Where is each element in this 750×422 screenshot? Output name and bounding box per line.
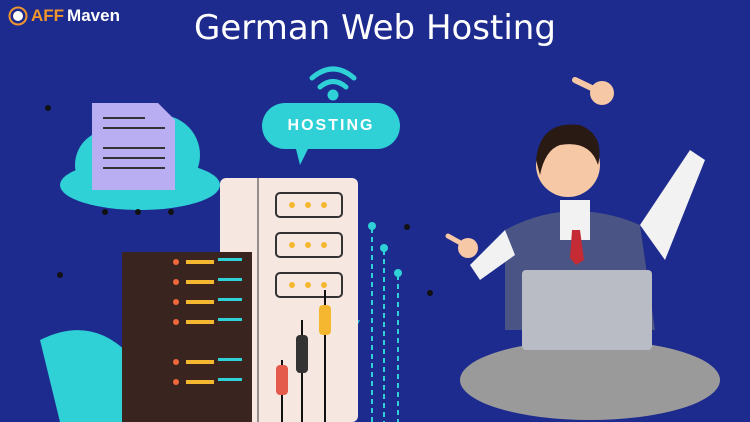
hosting-bubble: HOSTING xyxy=(262,103,400,149)
brand-part2: Maven xyxy=(67,6,120,25)
cable-plugs xyxy=(276,290,331,422)
brand-part1: AFF xyxy=(31,6,65,25)
page-title: German Web Hosting xyxy=(194,8,556,48)
server-rack-dark xyxy=(122,252,252,422)
logo-emblem-icon xyxy=(8,6,28,26)
cloud-document-icon xyxy=(60,103,220,215)
person-with-laptop xyxy=(445,77,720,420)
wifi-icon xyxy=(309,66,357,101)
server-rack-light xyxy=(220,178,358,422)
bubble-tail xyxy=(295,145,310,165)
